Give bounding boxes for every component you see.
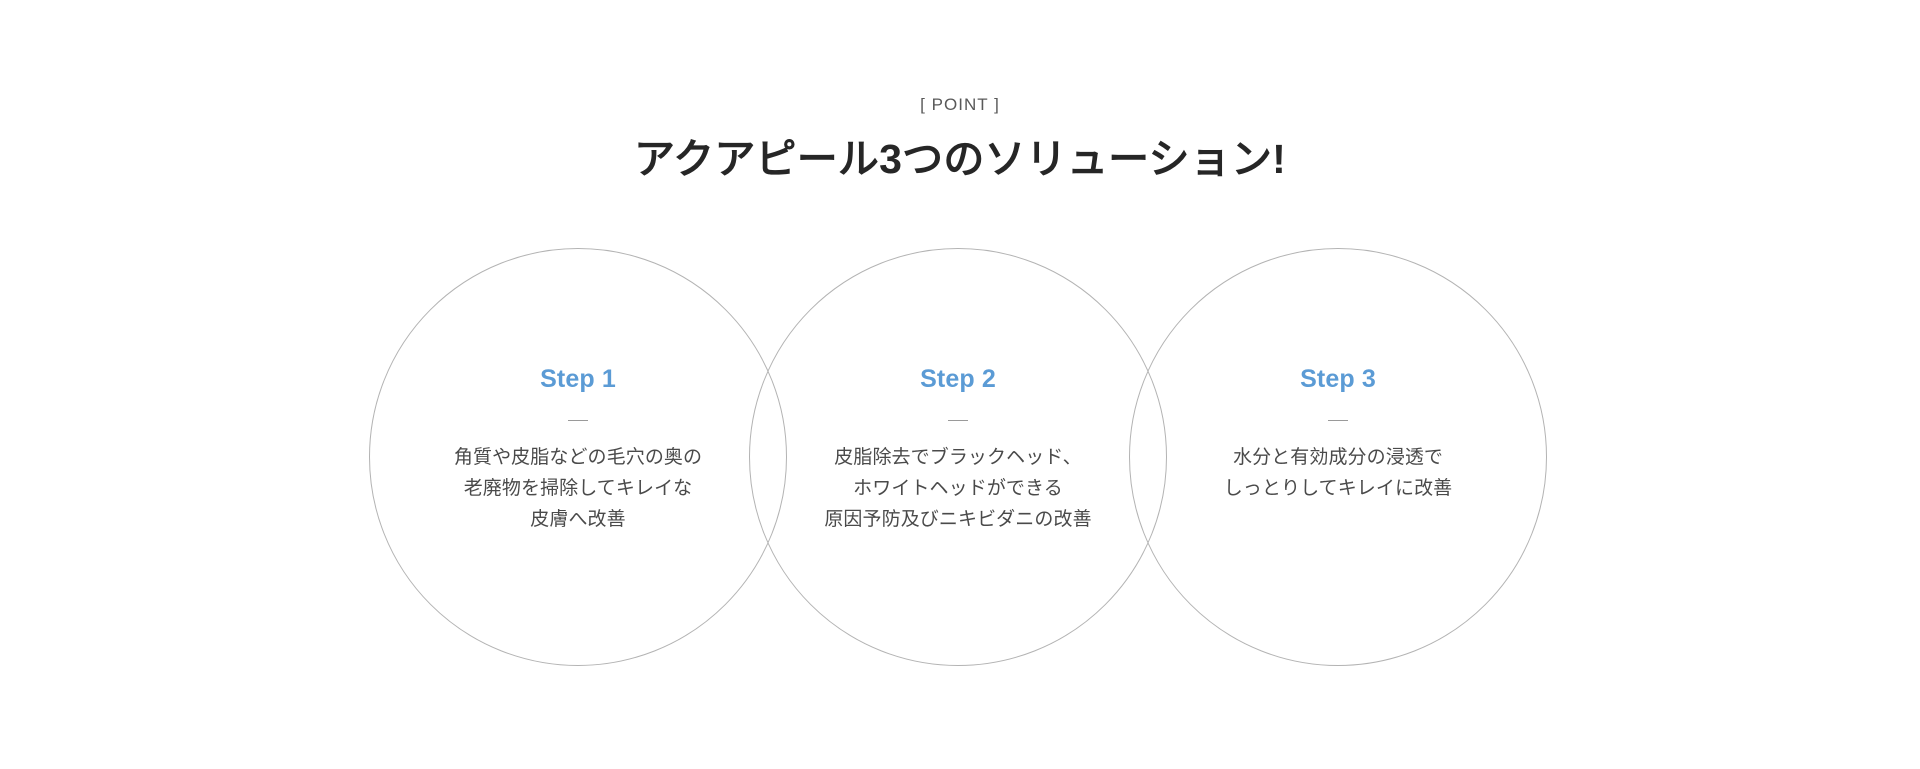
step-description-line: 老廃物を掃除してキレイな <box>463 477 693 499</box>
step-title-2: Step 2 <box>920 365 996 393</box>
eyebrow-label: [ POINT ] <box>920 95 1000 114</box>
step-card-1: Step 1 角質や皮脂などの毛穴の奥の 老廃物を掃除してキレイな 皮膚へ改善 <box>369 364 787 535</box>
divider-dash-3 <box>1328 420 1348 421</box>
step-description-line: しっとりしてキレイに改善 <box>1223 477 1453 499</box>
divider-dash-2 <box>948 420 968 421</box>
step-description-line: 皮膚へ改善 <box>530 508 626 530</box>
step-description-line: 皮脂除去でブラックヘッド、 <box>834 447 1082 468</box>
step-title-3: Step 3 <box>1300 365 1376 393</box>
section-header: [ POINT ] アクアピール3つのソリューション! <box>0 0 1920 183</box>
step-title-1: Step 1 <box>540 365 616 393</box>
step-description-line: 水分と有効成分の浸透で <box>1232 447 1444 468</box>
circle-outline-step-3 <box>1129 248 1547 666</box>
step-description-3: 水分と有効成分の浸透で しっとりしてキレイに改善 <box>1129 443 1547 505</box>
step-description-2: 皮脂除去でブラックヘッド、 ホワイトヘッドができる 原因予防及びニキビダニの改善 <box>749 443 1167 535</box>
step-card-3: Step 3 水分と有効成分の浸透で しっとりしてキレイに改善 <box>1129 364 1547 505</box>
step-description-line: ホワイトヘッドができる <box>853 477 1063 499</box>
step-description-1: 角質や皮脂などの毛穴の奥の 老廃物を掃除してキレイな 皮膚へ改善 <box>369 443 787 535</box>
step-description-line: 原因予防及びニキビダニの改善 <box>824 508 1092 530</box>
step-description-line: 角質や皮脂などの毛穴の奥の <box>453 447 703 468</box>
step-card-2: Step 2 皮脂除去でブラックヘッド、 ホワイトヘッドができる 原因予防及びニ… <box>749 364 1167 535</box>
divider-dash-1 <box>568 420 588 421</box>
page-title: アクアピール3つのソリューション! <box>633 136 1287 182</box>
